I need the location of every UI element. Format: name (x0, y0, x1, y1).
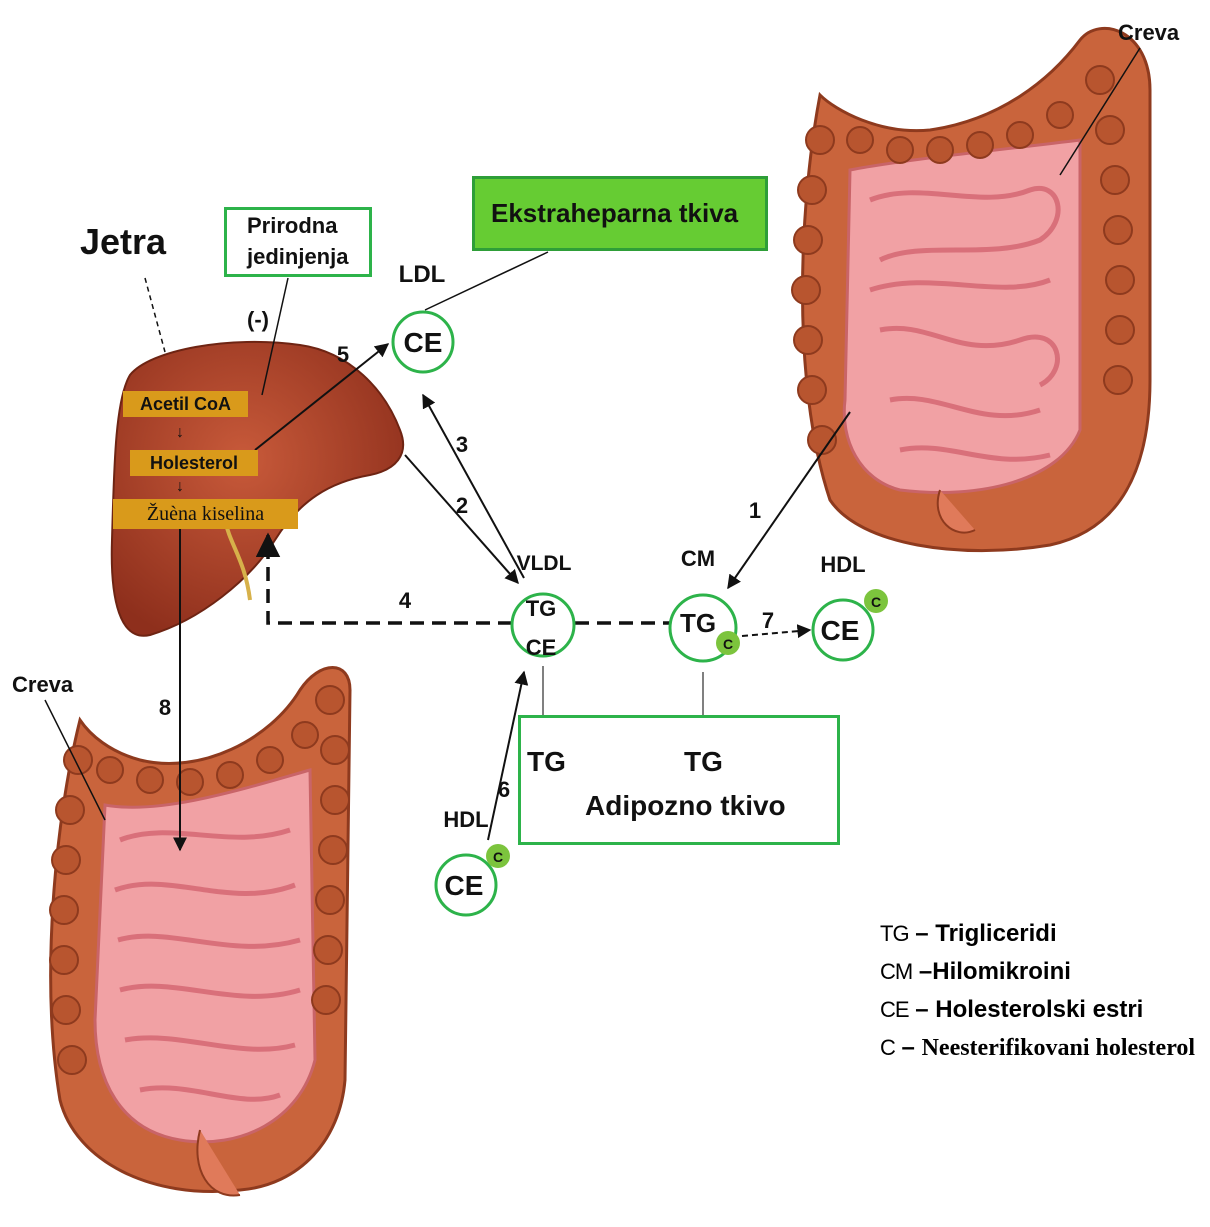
adipozno-tg-right-label: TG (684, 746, 723, 778)
vldl-name-label: VLDL (517, 552, 572, 575)
creva-bottom-label: Creva (12, 672, 74, 697)
arrow-acetil-to-holesterol: ↓ (176, 420, 184, 446)
hdl-right-content-label: CE (821, 615, 860, 646)
intestine-bottom-left-illustration (50, 668, 350, 1196)
hdl-bottom-badge-label: C (493, 849, 503, 865)
prirodna-jedinjenja-box: Prirodna jedinjenja (224, 207, 372, 277)
legend-abbr-tg: TG (880, 921, 909, 946)
legend-text-ce: Holesterolski estri (935, 996, 1143, 1023)
step-number-5: 5 (337, 342, 349, 367)
hdl-bottom-content-label: CE (445, 870, 484, 901)
legend-abbr-cm: CM (880, 959, 912, 984)
ldl-content-label: CE (404, 327, 443, 358)
arrow-2-liver-to-vldl (405, 455, 518, 583)
step-number-2: 2 (456, 493, 468, 518)
adipozno-tkivo-box: TG TG Adipozno tkivo (518, 715, 840, 845)
arrow-holesterol-to-zucna: ↓ (176, 476, 184, 498)
adipozno-label: Adipozno tkivo (585, 790, 786, 822)
inhibition-label: (-) (247, 307, 269, 332)
legend-row-tg: TG – Trigliceridi (880, 915, 1195, 953)
adipozno-tg-left-label: TG (527, 746, 566, 778)
ekstraheparna-label: Ekstraheparna tkiva (491, 198, 738, 228)
step-number-4: 4 (399, 588, 412, 613)
legend-abbr-ce: CE (880, 997, 909, 1022)
step-number-1: 1 (749, 498, 761, 523)
legend-abbr-c: C (880, 1035, 895, 1060)
liver-step-zucna-kiselina: Žuèna kiselina (113, 499, 298, 529)
arrow-7-cm-to-hdl (742, 630, 810, 636)
legend-dash-ce: – (909, 996, 936, 1023)
vldl-ce-label: CE (526, 635, 557, 660)
legend-dash-cm: – (912, 958, 932, 985)
legend-text-cm: Hilomikroini (932, 958, 1071, 985)
arrow-4-remnant-to-liver (268, 535, 512, 623)
jetra-label: Jetra (80, 221, 167, 262)
ldl-name-label: LDL (399, 261, 446, 288)
cm-badge-label: C (723, 636, 733, 652)
hdl-right-name-label: HDL (820, 552, 865, 577)
creva-top-label: Creva (1118, 20, 1180, 45)
legend-text-c: Neesterifikovani holesterol (922, 1035, 1196, 1061)
legend-dash-tg: – (909, 920, 936, 947)
ekstraheparna-tkiva-box: Ekstraheparna tkiva (472, 176, 768, 251)
cm-content-label: TG (680, 608, 716, 638)
prirodna-line-1: Prirodna (247, 210, 369, 241)
jetra-leader-line (145, 278, 165, 352)
liver-illustration (112, 342, 403, 636)
legend-row-cm: CM –Hilomikroini (880, 953, 1195, 991)
legend-text-tg: Trigliceridi (935, 920, 1056, 947)
hdl-right-badge-label: C (871, 594, 881, 610)
legend-row-ce: CE – Holesterolski estri (880, 991, 1195, 1029)
step-number-3: 3 (456, 432, 468, 457)
step-number-6: 6 (498, 777, 510, 802)
liver-step-acetil-coa: Acetil CoA (123, 391, 248, 417)
cm-name-label: CM (681, 546, 715, 571)
step-number-8: 8 (159, 695, 171, 720)
arrow-3-vldl-to-ldl (423, 395, 524, 578)
hdl-bottom-name-label: HDL (443, 807, 488, 832)
legend-dash-c: – (895, 1034, 922, 1061)
prirodna-line-2: jedinjenja (247, 241, 369, 272)
liver-step-holesterol: Holesterol (130, 450, 258, 476)
legend-row-c: C – Neesterifikovani holesterol (880, 1029, 1195, 1067)
legend: TG – Trigliceridi CM –Hilomikroini CE – … (880, 915, 1195, 1067)
vldl-tg-label: TG (526, 596, 557, 621)
intestine-top-right-illustration (792, 28, 1150, 550)
step-number-7: 7 (762, 608, 774, 633)
